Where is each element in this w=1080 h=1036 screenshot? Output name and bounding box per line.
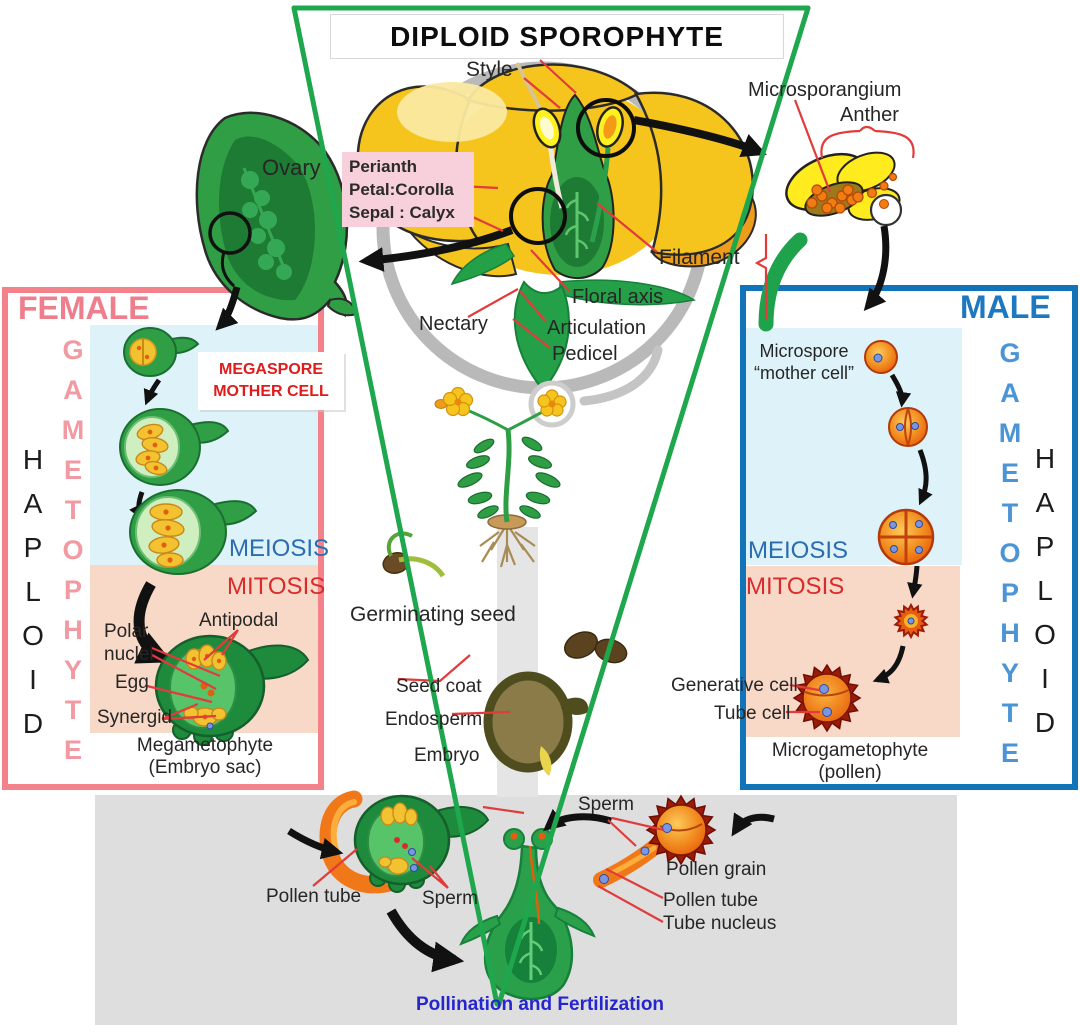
male-gametophyte-vertical: G A M E T O P H Y T E (998, 338, 1022, 768)
pollinated-pistil (459, 808, 613, 1001)
label-pollen-tube-right: Pollen tube (663, 890, 759, 911)
female-haploid-vertical: H A P L O I D (22, 444, 44, 739)
label-tube-nucleus: Tube nucleus (663, 913, 777, 934)
label-generative-cell: Generative cell (671, 675, 798, 696)
seed-illustrations (382, 531, 628, 776)
label-microsporangium: Microsporangium (748, 79, 902, 101)
label-style: Style (466, 58, 513, 81)
fertilization-left-group (287, 790, 490, 973)
megaspore-line-2: MOTHER CELL (213, 383, 329, 400)
sporophyte-triangle (291, 5, 811, 1007)
label-synergid: Synergid (97, 707, 172, 728)
label-sperm-right: Sperm (578, 794, 634, 815)
megaspore-line-1: MEGASPORE (218, 361, 323, 378)
male-caption: Microgametophyte (pollen) (771, 740, 929, 783)
label-pollen-grain: Pollen grain (666, 859, 767, 880)
male-panel-border (740, 285, 1078, 790)
flower-callout-arrows (358, 98, 767, 272)
label-polar-nuclei: Polar nuclei (104, 621, 154, 665)
megaspore-mother-cell-callout: MEGASPORE MOTHER CELL (198, 352, 344, 410)
label-egg: Egg (115, 672, 149, 693)
pollination-caption: Pollination and Fertilization (415, 994, 665, 1015)
female-mitosis-label: MITOSIS (227, 573, 326, 600)
female-cell-series (119, 327, 310, 746)
label-antipodal: Antipodal (199, 610, 279, 631)
male-haploid-vertical: H A P L O I D (1034, 443, 1056, 738)
label-endosperm: Endosperm (385, 709, 483, 730)
female-caption: Megametophyte (Embryo sac) (136, 735, 274, 778)
fertilization-right-group (593, 794, 775, 888)
ovary-illustration (195, 111, 358, 331)
label-seed-coat: Seed coat (396, 676, 482, 697)
label-sperm-left: Sperm (422, 888, 478, 909)
label-articulation: Articulation (547, 317, 646, 339)
female-panel-border (2, 287, 324, 790)
label-pedicel: Pedicel (552, 343, 618, 365)
female-gametophyte-vertical: G A M E T O P H Y T E (61, 335, 85, 765)
plant-illustration (434, 380, 576, 568)
label-microspore-mother-cell: Microspore “mother cell” (753, 341, 855, 383)
label-tube-cell: Tube cell (714, 703, 791, 724)
label-ovary: Ovary (262, 155, 321, 180)
female-heading: FEMALE (18, 290, 150, 326)
perianth-line-3: Sepal : Calyx (349, 203, 455, 222)
label-germinating-seed: Germinating seed (350, 603, 516, 626)
perianth-line-2: Petal:Corolla (349, 180, 454, 199)
perianth-line-1: Perianth (349, 157, 418, 176)
male-meiosis-label: MEIOSIS (748, 537, 849, 564)
perianth-callout: Perianth Petal:Corolla Sepal : Calyx (342, 152, 474, 227)
label-anther: Anther (840, 104, 899, 126)
male-heading: MALE (960, 289, 1051, 325)
page-title: DIPLOID SPOROPHYTE (330, 14, 784, 59)
male-mitosis-label: MITOSIS (746, 573, 845, 600)
label-pollen-tube-left: Pollen tube (266, 886, 362, 907)
stamen-illustration (758, 151, 903, 332)
female-meiosis-label: MEIOSIS (229, 535, 330, 562)
plant-flowers (434, 386, 567, 417)
label-embryo: Embryo (414, 745, 480, 766)
label-floral-axis: Floral axis (572, 286, 664, 308)
male-cell-series (792, 340, 935, 733)
label-filament: Filament (659, 246, 740, 269)
label-nectary: Nectary (419, 313, 488, 335)
